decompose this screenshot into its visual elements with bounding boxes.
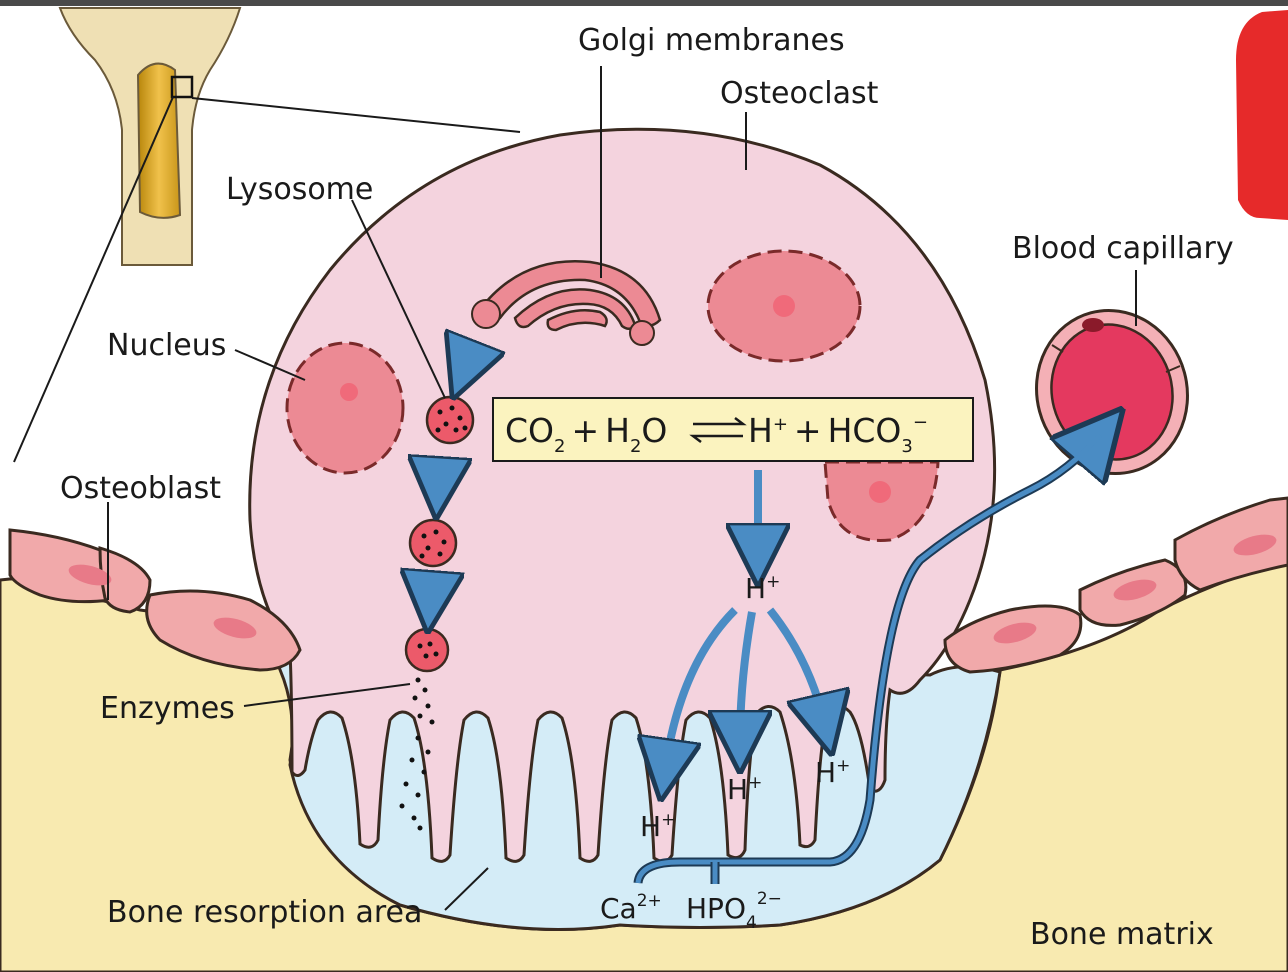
enzyme-particles bbox=[399, 677, 435, 831]
osteoblast-nucleus bbox=[1233, 534, 1277, 556]
lysosome bbox=[425, 395, 475, 445]
label-blood-capillary: Blood capillary bbox=[1012, 231, 1234, 266]
calcium-ion-label: Ca2+ bbox=[600, 891, 662, 925]
carbonic-equation: CO2+H2O bbox=[505, 411, 667, 457]
osteoblast-nucleus bbox=[213, 617, 257, 639]
label-bone-resorption-area: Bone resorption area bbox=[107, 895, 422, 930]
label-enzymes: Enzymes bbox=[100, 691, 235, 726]
osteoblast-nucleus bbox=[68, 564, 112, 586]
blood-capillary bbox=[1035, 308, 1189, 476]
label-osteoclast: Osteoclast bbox=[720, 76, 879, 111]
h-ion-label: H+ bbox=[745, 572, 780, 605]
bone-inset bbox=[58, 7, 242, 266]
inset-pointer-line bbox=[191, 97, 521, 133]
proton-flow-arrows bbox=[665, 470, 825, 770]
h-ion-label: H+ bbox=[815, 756, 850, 789]
lysosome bbox=[408, 518, 458, 568]
vesicle-transport-arrows bbox=[430, 342, 475, 602]
mineral-return-arrow bbox=[633, 435, 1100, 884]
label-lysosome: Lysosome bbox=[226, 172, 373, 207]
h-ion-label: H+ bbox=[727, 773, 762, 806]
h-ion-label: H+ bbox=[640, 810, 675, 843]
top-border bbox=[0, 0, 1288, 6]
label-nucleus: Nucleus bbox=[107, 328, 226, 363]
carbonic-equation-products: H++HCO3− bbox=[748, 411, 928, 457]
equilibrium-arrows bbox=[689, 417, 747, 443]
golgi-vesicle bbox=[471, 299, 501, 329]
nucleus bbox=[285, 341, 405, 475]
osteoblast-nucleus bbox=[1113, 579, 1157, 601]
lysosome bbox=[404, 627, 450, 673]
leader-lines bbox=[107, 66, 1137, 911]
golgi-vesicle bbox=[629, 320, 655, 346]
phosphate-ion-label: HPO42− bbox=[686, 889, 782, 933]
label-osteoblast: Osteoblast bbox=[60, 471, 221, 506]
label-golgi-membranes: Golgi membranes bbox=[578, 23, 845, 58]
label-bone-matrix: Bone matrix bbox=[1030, 917, 1214, 952]
inset-pointer-line bbox=[13, 96, 174, 463]
nucleus bbox=[823, 460, 940, 542]
nucleus bbox=[706, 249, 862, 363]
equation-box bbox=[492, 397, 974, 462]
red-corner-shape bbox=[1236, 10, 1288, 220]
osteoblast-nucleus bbox=[993, 622, 1037, 644]
